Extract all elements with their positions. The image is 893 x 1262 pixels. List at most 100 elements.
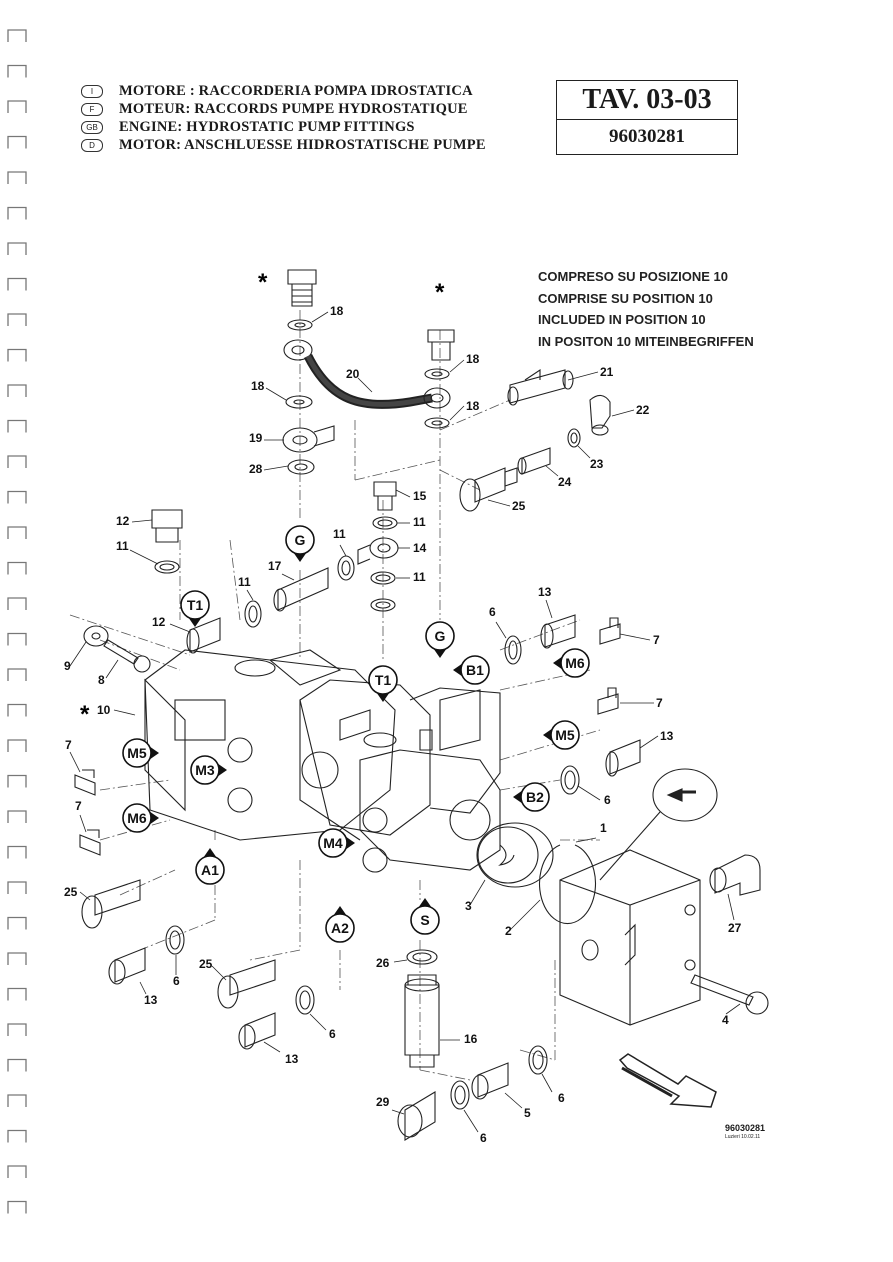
binder-hole (7, 455, 27, 468)
svg-text:B1: B1 (466, 662, 484, 678)
part-callout-23: 23 (577, 445, 604, 471)
svg-text:11: 11 (238, 575, 251, 589)
svg-text:A2: A2 (331, 920, 349, 936)
part-callout-11a: 11 (397, 515, 426, 529)
adapter-13-bottom-mid (238, 1012, 276, 1050)
quick-coupler-25-top (459, 467, 518, 512)
part-callout-25c: 25 (199, 957, 227, 981)
part-callout-4: 4 (722, 1003, 741, 1027)
binder-hole (7, 171, 27, 184)
filter-16 (404, 974, 440, 1068)
part-callout-6c: 6 (173, 955, 180, 988)
binder-hole (7, 774, 27, 788)
port-label-m6-right: M6 (553, 648, 590, 678)
svg-text:6: 6 (480, 1131, 487, 1145)
part-callout-19: 19 (249, 431, 284, 445)
part-callout-13b: 13 (639, 729, 674, 749)
binder-hole (7, 1200, 27, 1214)
binder-hole (7, 703, 27, 717)
port-label-b2: B2 (513, 782, 550, 812)
svg-text:M3: M3 (195, 762, 215, 778)
note-line-fr: COMPRISE SU POSITION 10 (538, 290, 713, 306)
part-callout-11c: 11 (333, 527, 347, 557)
part-callout-18a: 18 (311, 304, 344, 323)
part-callout-22: 22 (611, 403, 650, 417)
binder-hole (7, 135, 27, 149)
svg-text:16: 16 (464, 1032, 478, 1046)
svg-text:6: 6 (329, 1027, 336, 1041)
svg-text:6: 6 (558, 1091, 565, 1105)
svg-text:21: 21 (600, 365, 614, 379)
svg-text:18: 18 (466, 399, 480, 413)
lang-badge-fr: F (81, 102, 103, 116)
binder-hole (7, 739, 27, 752)
svg-text:24: 24 (558, 475, 572, 489)
pump-body (144, 649, 501, 873)
title-block: I MOTORE : RACCORDERIA POMPA IDROSTATICA… (80, 82, 486, 154)
elbow-fitting-22 (589, 394, 611, 436)
svg-text:18: 18 (251, 379, 265, 393)
svg-text:25: 25 (199, 957, 213, 971)
binder-hole (7, 64, 27, 78)
coupling-3 (476, 822, 554, 888)
quick-coupler-25-mid (217, 959, 276, 1009)
svg-text:26: 26 (376, 956, 390, 970)
svg-text:13: 13 (538, 585, 552, 599)
binder-hole (7, 526, 27, 539)
svg-text:12: 12 (116, 514, 130, 528)
svg-text:M4: M4 (323, 835, 343, 851)
elbow-7-top (599, 617, 621, 645)
part-callout-5: 5 (504, 1092, 531, 1120)
binder-hole (7, 561, 27, 575)
svg-text:6: 6 (489, 605, 496, 619)
part-callout-6b: 6 (577, 785, 611, 807)
lang-badge-de: D (81, 138, 103, 152)
binder-hole (7, 313, 27, 326)
elbow-7-mid (597, 687, 619, 715)
port-label-s: S (410, 898, 440, 935)
port-label-t1-left: T1 (180, 590, 210, 627)
svg-text:G: G (295, 532, 306, 548)
part-callout-18b: 18 (449, 352, 480, 373)
port-label-a1: A1 (195, 848, 225, 885)
binder-hole (7, 419, 27, 433)
part-callout-14: 14 (398, 541, 427, 555)
part-callout-17: 17 (268, 559, 295, 581)
adapter-5 (471, 1062, 509, 1100)
title-text-it: MOTORE : RACCORDERIA POMPA IDROSTATICA (119, 82, 473, 99)
note-line-en: INCLUDED IN POSITION 10 (538, 312, 706, 327)
svg-text:M6: M6 (565, 655, 585, 671)
title-text-de: MOTOR: ANSCHLUESSE HIDROSTATISCHE PUMPE (119, 136, 486, 153)
svg-text:11: 11 (413, 570, 426, 584)
part-callout-28: 28 (249, 462, 289, 476)
svg-text:10: 10 (97, 703, 111, 717)
svg-text:T1: T1 (375, 672, 392, 688)
svg-text:4: 4 (722, 1013, 729, 1027)
binder-hole (7, 668, 27, 681)
part-callout-6d: 6 (309, 1013, 336, 1041)
included-note: COMPRESO SU POSIZIONE 10 COMPRISE SU POS… (538, 266, 754, 352)
svg-text:15: 15 (413, 489, 427, 503)
svg-text:11: 11 (333, 527, 346, 541)
part-callout-29: 29 (376, 1095, 405, 1115)
svg-text:G: G (435, 628, 446, 644)
adapter-13-bottom-left (108, 947, 146, 985)
port-label-m5-right: M5 (543, 720, 580, 750)
part-callout-12a: 12 (116, 514, 153, 528)
part-callout-25a: 25 (487, 499, 526, 513)
binder-hole (7, 277, 27, 291)
adapter-12-side (186, 617, 221, 654)
screw-8 (103, 639, 151, 673)
binder-hole (7, 1165, 27, 1178)
part-callout-11d: 11 (396, 570, 426, 584)
binder-hole (7, 1023, 27, 1036)
direction-arrow (618, 1053, 717, 1108)
svg-text:18: 18 (466, 352, 480, 366)
part-callout-11b: 11 (116, 539, 159, 565)
banjo-bolt-left (287, 269, 317, 307)
svg-text:7: 7 (653, 633, 660, 647)
svg-text:T1: T1 (187, 597, 204, 613)
svg-text:23: 23 (590, 457, 604, 471)
port-label-g-right: G (425, 621, 455, 658)
svg-text:6: 6 (604, 793, 611, 807)
